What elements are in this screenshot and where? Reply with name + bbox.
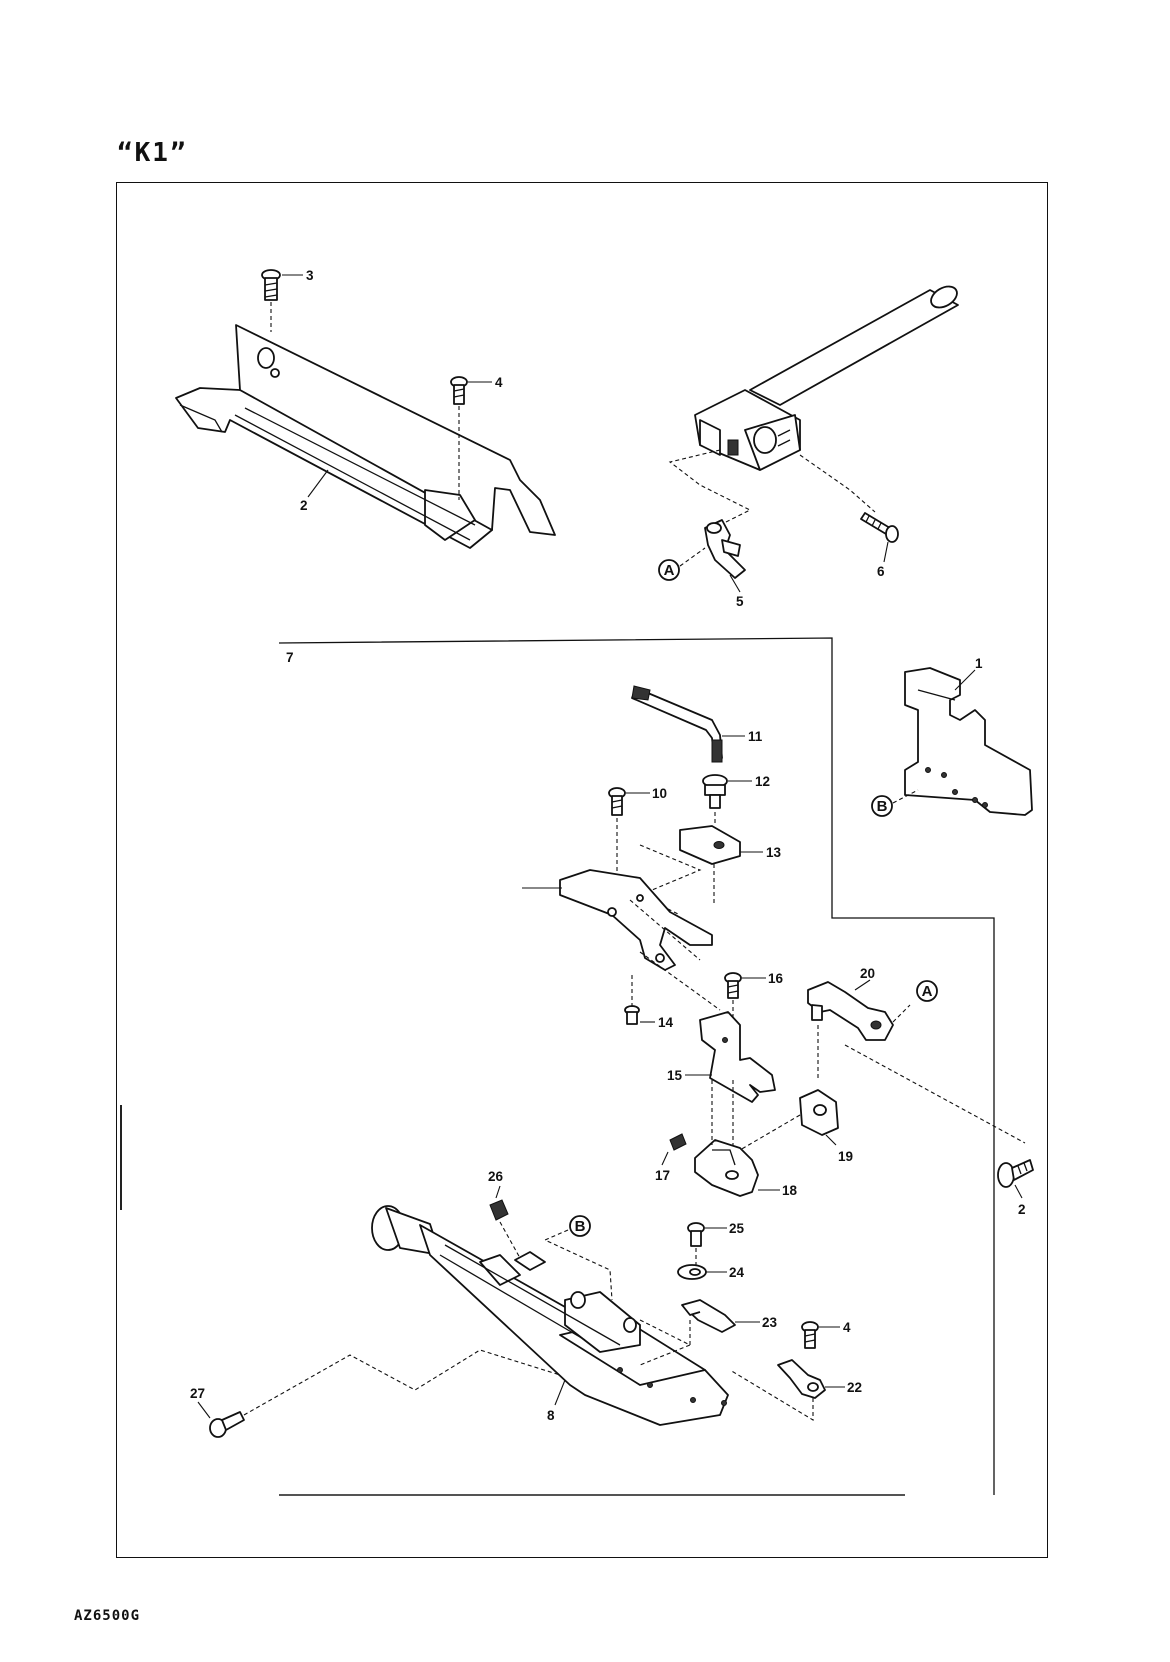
callout-26: 26 <box>488 1169 504 1184</box>
part-1-plate <box>892 667 1033 816</box>
document-code: AZ6500G <box>74 1608 141 1624</box>
ref-letter-a-right: A <box>922 983 933 1000</box>
screw-4-bottom <box>801 1321 840 1349</box>
screw-27 <box>197 1349 561 1438</box>
callout-8: 8 <box>547 1408 555 1423</box>
callout-11: 11 <box>748 729 763 744</box>
ref-circle-a-left <box>658 559 680 581</box>
part-20-lever <box>807 979 1026 1144</box>
shaft-assembly <box>694 285 959 471</box>
part-12-bushing <box>702 774 752 809</box>
callout-27: 27 <box>190 1386 205 1401</box>
part-24-washer <box>677 1264 727 1280</box>
callout-3: 3 <box>306 268 314 283</box>
setscrew-17 <box>661 1133 687 1166</box>
ref-circle-a-right <box>916 980 938 1002</box>
part-11-wire <box>631 685 745 763</box>
screw-2-right <box>997 1159 1034 1199</box>
callout-19: 19 <box>838 1149 853 1164</box>
callout-2: 2 <box>300 498 308 513</box>
callout-23: 23 <box>762 1315 778 1330</box>
callout-6: 6 <box>877 564 885 579</box>
ref-letter-b-right: B <box>877 798 888 815</box>
part-8-frame <box>371 1205 729 1426</box>
callout-16: 16 <box>768 971 784 986</box>
ref-letter-b-bottom: B <box>575 1218 586 1235</box>
callout-15: 15 <box>667 1068 683 1083</box>
bracket-plate <box>522 869 721 1011</box>
screw-3 <box>261 269 303 332</box>
screw-10 <box>608 787 650 880</box>
ref-circle-b-right <box>871 795 893 817</box>
callout-5: 5 <box>736 594 744 609</box>
callout-12: 12 <box>755 774 770 789</box>
part-15-plate <box>685 1011 776 1103</box>
callout-18: 18 <box>782 1183 798 1198</box>
ref-letter-a-left: A <box>664 562 675 579</box>
part-13-block <box>638 812 763 916</box>
callout-24: 24 <box>729 1265 745 1280</box>
callout-1: 1 <box>975 656 983 671</box>
callout-20: 20 <box>860 966 875 981</box>
part-18-holder <box>694 1080 780 1197</box>
part-5 <box>679 519 746 593</box>
callout-10: 10 <box>652 786 667 801</box>
callout-14: 14 <box>658 1015 674 1030</box>
diagram-frame <box>116 182 1048 1558</box>
page-title: “K1” <box>117 138 188 168</box>
callout-17: 17 <box>655 1168 670 1183</box>
part-22 <box>729 1359 845 1421</box>
margin-rule <box>120 1105 122 1210</box>
callout-4-bottom: 4 <box>843 1320 851 1335</box>
ref-circle-b-bottom <box>543 1215 613 1301</box>
callout-25: 25 <box>729 1221 745 1236</box>
callout-13: 13 <box>766 845 782 860</box>
callout-7: 7 <box>286 650 294 665</box>
callout-2-right: 2 <box>1018 1202 1026 1217</box>
screw-14 <box>624 975 655 1025</box>
callout-4: 4 <box>495 375 503 390</box>
part-19-block <box>739 1089 839 1151</box>
setscrew-26 <box>489 1185 521 1259</box>
part-2-bracket <box>175 324 556 549</box>
screw-25 <box>687 1222 727 1265</box>
screw-6 <box>860 512 899 563</box>
callout-22: 22 <box>847 1380 862 1395</box>
part-23-clip <box>639 1299 760 1366</box>
screw-4-top <box>450 376 492 500</box>
